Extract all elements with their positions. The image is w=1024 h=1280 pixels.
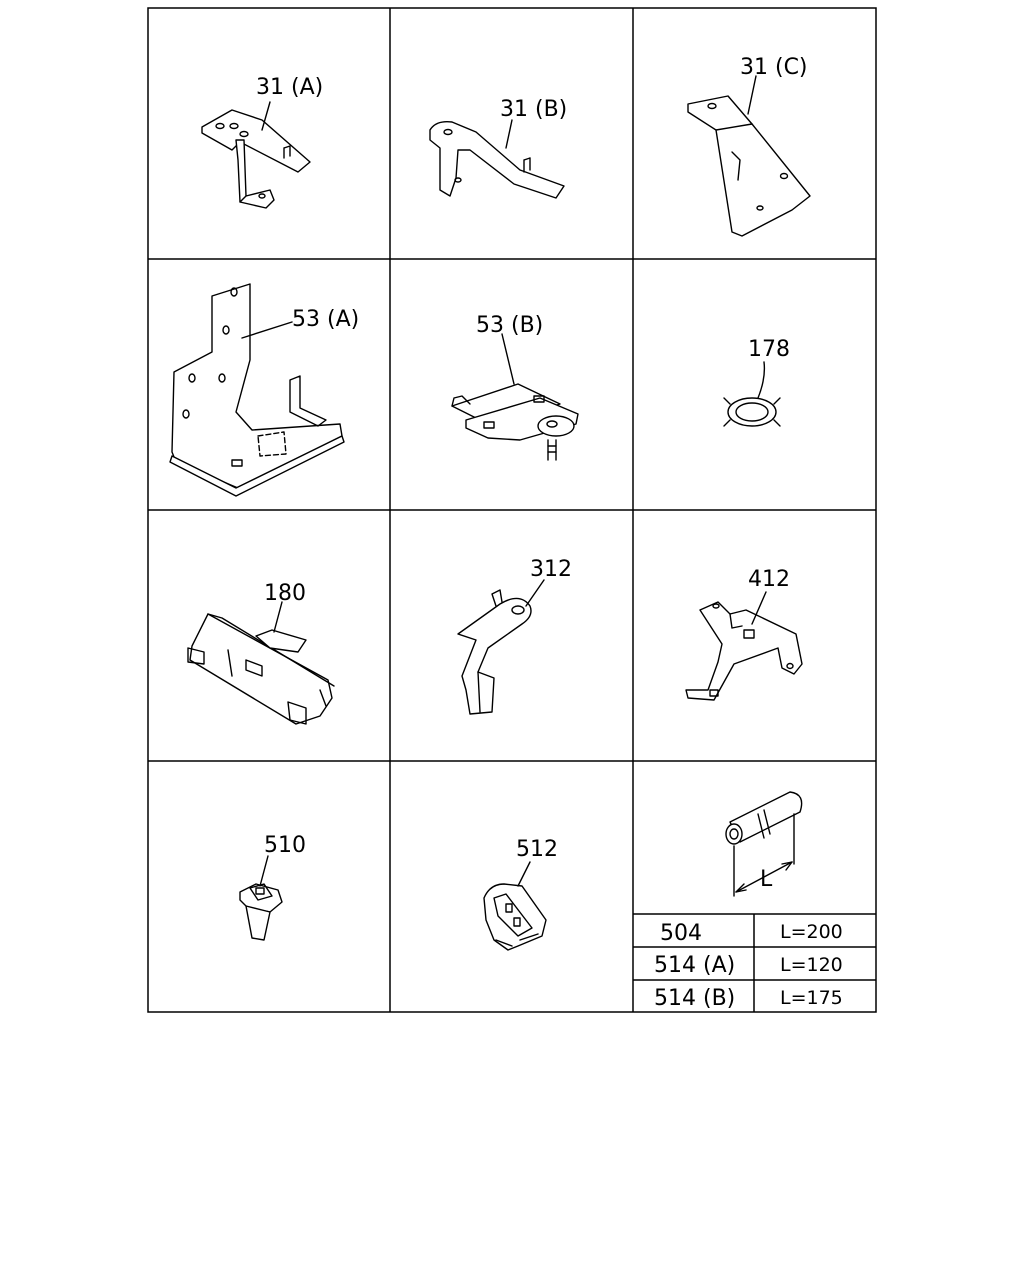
table-length: L=175 <box>780 987 843 1009</box>
part-label: 31 (C) <box>740 55 808 80</box>
table-length: L=120 <box>780 954 843 976</box>
part-tube <box>725 791 803 897</box>
dimension-label: L <box>760 867 773 892</box>
part-312-bracket <box>457 579 545 715</box>
part-178-clip <box>723 361 781 427</box>
part-31b-bracket <box>429 119 565 199</box>
part-412-bracket <box>685 591 803 701</box>
part-31c-bracket <box>687 75 811 237</box>
length-table: 504 L=200 514 (A) L=120 514 (B) L=175 <box>654 921 843 1011</box>
table-length: L=200 <box>780 921 843 943</box>
part-label: 31 (A) <box>256 75 323 100</box>
grid-frame <box>147 7 877 1013</box>
part-label: 31 (B) <box>500 97 567 122</box>
part-label: 512 <box>516 837 558 862</box>
part-510-clip <box>239 855 283 941</box>
part-180-holder <box>187 601 335 725</box>
table-part-number: 504 <box>660 921 702 946</box>
part-53b-bracket <box>451 333 579 461</box>
part-31a-bracket <box>201 101 311 209</box>
part-label: 312 <box>530 557 572 582</box>
part-label: 178 <box>748 337 790 362</box>
table-part-number: 514 (B) <box>654 986 735 1011</box>
part-label: 180 <box>264 581 306 606</box>
part-label: 53 (B) <box>476 313 543 338</box>
part-53a-bracket <box>169 283 345 497</box>
part-512-clip <box>483 861 547 951</box>
part-label: 510 <box>264 833 306 858</box>
table-part-number: 514 (A) <box>654 953 735 978</box>
part-label: 53 (A) <box>292 307 359 332</box>
part-label: 412 <box>748 567 790 592</box>
